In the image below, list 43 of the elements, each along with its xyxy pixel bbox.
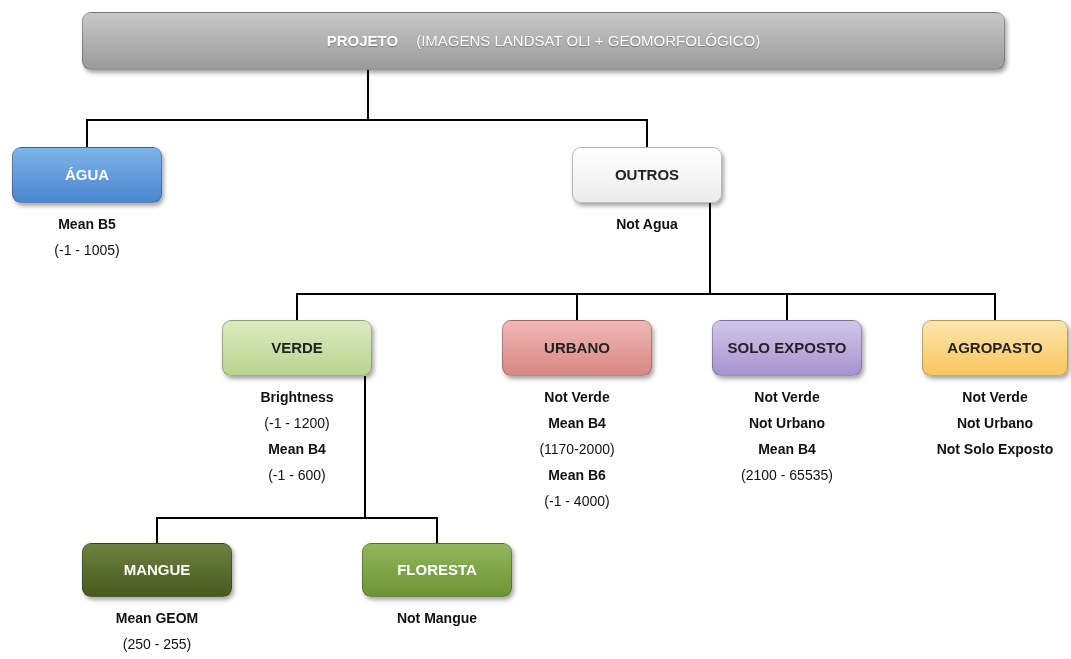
node-title: SOLO EXPOSTO [727, 340, 847, 356]
criterion-text: (-1 - 600) [267, 466, 327, 484]
criterion-text: Mean B4 [267, 440, 327, 458]
category-box [222, 320, 372, 376]
criterion-text: Not Verde [543, 388, 611, 406]
criterion-text: (-1 - 1200) [263, 414, 331, 432]
category-box [502, 320, 652, 376]
node-title: MANGUE [123, 562, 191, 578]
category-box [572, 147, 722, 203]
criterion-text: Mean B6 [547, 466, 607, 484]
criterion-text: Brightness [259, 388, 335, 406]
node-subtitle: (IMAGENS LANDSAT OLI + GEOMORFOLÓGICO) [416, 33, 761, 49]
criterion-text: (250 - 255) [121, 635, 193, 653]
node-title: URBANO [544, 340, 610, 356]
criterion-text: Mean B4 [547, 414, 607, 432]
criterion-text: Not Urbano [955, 414, 1035, 432]
node-title: FLORESTA [397, 562, 477, 578]
criterion-text: (1170-2000) [538, 440, 616, 458]
category-box [82, 543, 232, 597]
criterion-text: Not Solo Exposto [935, 440, 1055, 458]
criterion-text: Mean B4 [757, 440, 817, 458]
node-title: AGROPASTO [947, 340, 1043, 356]
criterion-text: Not Verde [753, 388, 821, 406]
criterion-text: Mean GEOM [114, 609, 200, 627]
criterion-text: (-1 - 1005) [53, 241, 121, 259]
node-title: VERDE [271, 340, 323, 356]
connector-line [364, 375, 438, 544]
criterion-text: Not Agua [615, 215, 679, 233]
criterion-text: Mean B5 [57, 215, 117, 233]
category-box [712, 320, 862, 376]
connector-line [367, 69, 648, 148]
criterion-text: Not Verde [961, 388, 1029, 406]
criterion-text: (-1 - 4000) [543, 492, 611, 510]
category-box [362, 543, 512, 597]
category-box [12, 147, 162, 203]
node-title: ÁGUA [64, 167, 110, 183]
title-box [82, 12, 1005, 70]
criterion-text: Not Urbano [747, 414, 827, 432]
category-box [922, 320, 1068, 376]
node-title: OUTROS [614, 167, 680, 183]
criterion-text: (2100 - 65535) [740, 466, 834, 484]
node-title: PROJETO [326, 33, 399, 49]
criterion-text: Not Mangue [395, 609, 479, 627]
